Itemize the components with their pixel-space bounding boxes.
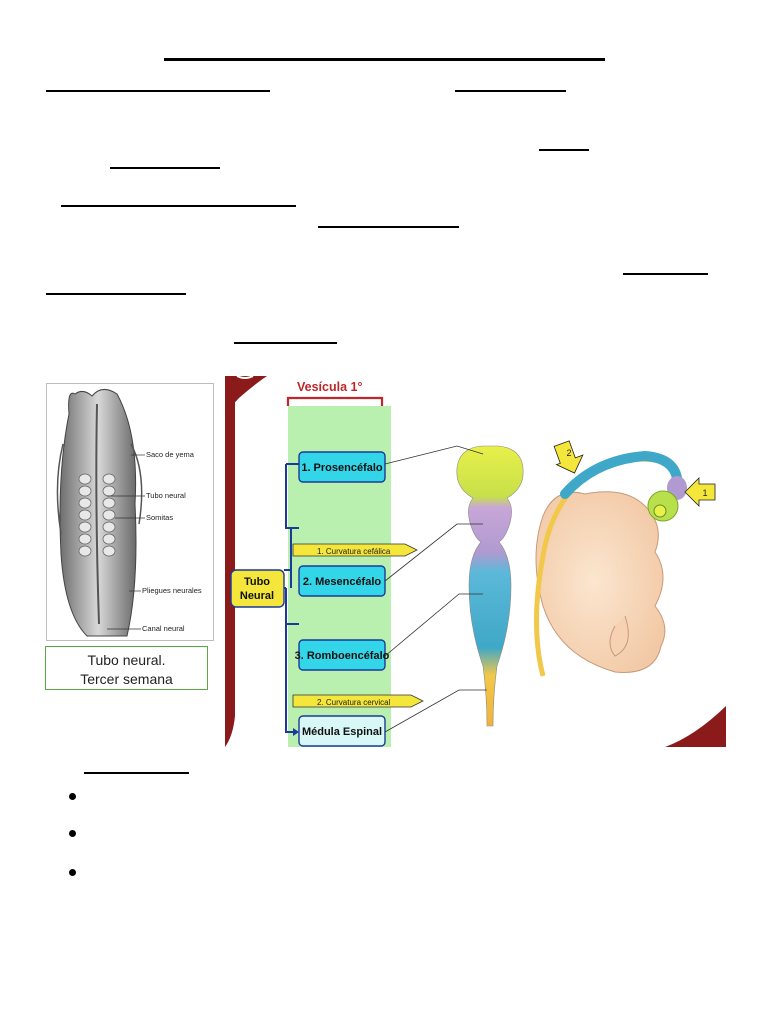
text-underline-2 <box>455 90 566 92</box>
box-prosencefalo <box>298 451 386 483</box>
label-pliegues-neurales: Pliegues neurales <box>142 586 202 595</box>
text-underline-4 <box>110 167 220 169</box>
neural-tube-drawing <box>456 445 524 727</box>
label-saco-de-yema: Saco de yema <box>146 450 195 459</box>
arrow-2 <box>553 440 584 474</box>
text-underline-8 <box>46 293 186 295</box>
bullet-3 <box>68 869 78 879</box>
label-romboencefalo: 3. Romboencéfalo <box>295 650 390 662</box>
vesicle-diagram: Vesícula 1° Tubo Neural 1. Prosencéfalo … <box>225 375 726 747</box>
embryo-drawing: Saco de yema Tubo neural Somitas Pliegue… <box>56 389 202 637</box>
section-underline <box>84 772 189 774</box>
hindbrain-curve <box>560 450 682 499</box>
label-canal-neural: Canal neural <box>142 624 185 633</box>
corner-decor-left <box>225 376 235 747</box>
text-underline-3 <box>539 149 589 151</box>
bullet-2 <box>68 830 78 840</box>
label-medula-espinal: Médula Espinal <box>302 726 382 738</box>
box-romboencefalo <box>298 639 386 671</box>
embryo-side-view <box>535 491 666 673</box>
caption-line-2: Tercer semana <box>80 671 173 687</box>
corner-decor-bottom-right <box>665 706 726 747</box>
vesicle-header: Vesícula 1° <box>297 380 362 394</box>
label-curvatura-cervical: 2. Curvatura cervical <box>317 698 391 707</box>
label-somitas: Somitas <box>146 513 173 522</box>
text-underline-7 <box>623 273 708 275</box>
text-underline-6 <box>318 226 459 228</box>
arrow-2-label: 2 <box>566 448 571 458</box>
root-box-tubo-neural <box>230 569 285 608</box>
text-underline-5 <box>61 205 296 207</box>
root-label-line2: Neural <box>240 590 274 602</box>
label-prosencefalo: 1. Prosencéfalo <box>301 462 383 474</box>
title-underline <box>164 58 605 61</box>
root-label-line1: Tubo <box>244 576 270 588</box>
arrow-1-label: 1 <box>702 488 707 498</box>
tag-curvatura-cefalica <box>292 543 418 557</box>
tag-curvatura-cervical <box>292 694 424 708</box>
text-underline-9 <box>234 342 337 344</box>
embryo-illustration: Saco de yema Tubo neural Somitas Pliegue… <box>46 383 214 641</box>
corner-decor-top <box>225 376 267 418</box>
bullet-1 <box>68 793 78 803</box>
embryo-caption: Tubo neural. Tercer semana <box>45 646 208 690</box>
caption-line-1: Tubo neural. <box>87 652 166 668</box>
arrow-1 <box>684 477 716 507</box>
vesicle-svg: Vesícula 1° Tubo Neural 1. Prosencéfalo … <box>225 375 726 747</box>
text-underline-1 <box>46 90 270 92</box>
box-medula-espinal <box>298 715 386 747</box>
label-mesencefalo: 2. Mesencéfalo <box>303 576 382 588</box>
label-tubo-neural: Tubo neural <box>146 491 186 500</box>
label-curvatura-cefalica: 1. Curvatura cefálica <box>317 547 391 556</box>
